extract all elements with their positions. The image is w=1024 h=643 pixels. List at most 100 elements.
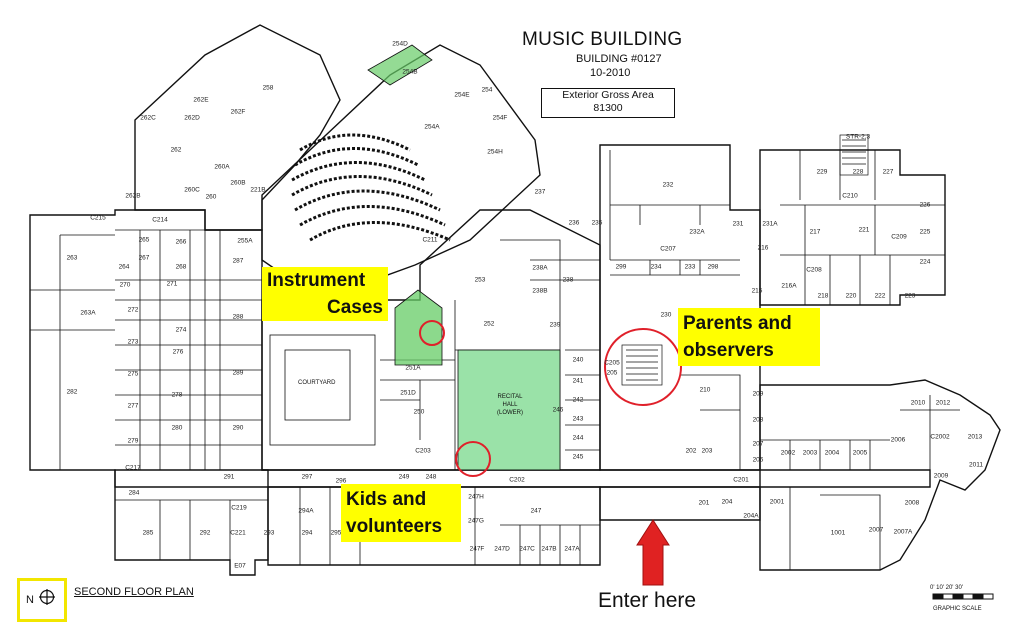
recital-hall-label: RECITAL HALL (LOWER) — [490, 393, 530, 417]
room-label: C211 — [422, 236, 438, 244]
page-title: MUSIC BUILDING — [522, 29, 683, 50]
room-label: 254E — [454, 91, 470, 99]
room-label: 263 — [66, 254, 78, 262]
room-label: 2002 — [780, 449, 796, 457]
room-label: C202 — [509, 476, 525, 484]
room-label: 216A — [781, 282, 797, 290]
enter-arrow — [636, 519, 670, 586]
graphic-scale-bar — [932, 593, 994, 600]
room-label: C215 — [90, 214, 106, 222]
room-label: 285 — [142, 529, 154, 537]
room-label: 267 — [138, 254, 150, 262]
room-label: 235 — [591, 219, 603, 227]
kids-volunteers-marker — [455, 441, 491, 477]
room-label: 220 — [845, 292, 857, 300]
room-label: 250 — [413, 408, 425, 416]
room-label: 291 — [223, 473, 235, 481]
room-label: 294 — [301, 529, 313, 537]
room-label: 238 — [562, 276, 574, 284]
instrument-cases-line-2: Cases — [327, 297, 383, 318]
room-label: 232 — [662, 181, 674, 189]
room-label: 231 — [732, 220, 744, 228]
room-label: 204A — [743, 512, 759, 520]
instrument-cases-area — [394, 289, 443, 366]
room-label: 204 — [721, 498, 733, 506]
room-label: 273 — [127, 338, 139, 346]
room-label: 2008 — [904, 499, 920, 507]
room-label: C207 — [660, 245, 676, 253]
room-label: 254F — [492, 114, 508, 122]
room-label: 262C — [140, 114, 156, 122]
room-label: 258 — [262, 84, 274, 92]
east-wing-outline — [759, 149, 946, 306]
room-label: 221 — [858, 226, 870, 234]
room-label: 2003 — [802, 449, 818, 457]
room-label: 242 — [572, 396, 584, 404]
south-corridor-outline — [114, 469, 931, 488]
room-label: 288 — [232, 313, 244, 321]
room-label: 262 — [170, 146, 182, 154]
room-label: C221 — [230, 529, 246, 537]
room-label: 265 — [138, 236, 150, 244]
room-label: 2011 — [969, 461, 983, 469]
room-label: 277 — [127, 402, 139, 410]
room-label: 268 — [175, 263, 187, 271]
room-label: 238B — [532, 287, 548, 295]
room-label: 260C — [184, 186, 200, 194]
room-label: 247F — [469, 545, 485, 553]
instrument-cases-line-1: Instrument — [267, 270, 366, 291]
room-label: C219 — [231, 504, 247, 512]
room-label: 260 — [205, 193, 217, 201]
room-label: 298 — [707, 263, 719, 271]
room-label: 234 — [650, 263, 662, 271]
room-label: 228 — [852, 168, 864, 176]
room-label: 1001 — [830, 529, 846, 537]
room-label: 232A — [689, 228, 705, 236]
auditorium-outline — [261, 44, 541, 301]
recital-hall-area — [457, 349, 561, 471]
room-label: 270 — [119, 281, 131, 289]
room-label: 254H — [487, 148, 503, 156]
room-label: 247G — [468, 517, 484, 525]
room-label: 262F — [230, 108, 246, 116]
room-label: 279 — [127, 437, 139, 445]
kids-volunteers-line-1: Kids and — [346, 489, 427, 510]
room-label: 260A — [214, 163, 230, 171]
room-label: 254A — [424, 123, 440, 131]
room-label: 272 — [127, 306, 139, 314]
room-label: 227 — [882, 168, 894, 176]
room-label: 2007A — [893, 528, 913, 536]
room-label: 226 — [919, 201, 931, 209]
room-label: 2010 — [910, 399, 926, 407]
room-label: 247C — [519, 545, 535, 553]
room-label: 297 — [301, 473, 313, 481]
room-label: 289 — [232, 369, 244, 377]
room-label: 237 — [534, 188, 546, 196]
room-label: 209 — [752, 390, 764, 398]
room-label: 2001 — [769, 498, 785, 506]
room-label: 208 — [752, 416, 764, 424]
room-label: 201 — [698, 499, 710, 507]
gross-area-label: Exterior Gross Area — [562, 89, 654, 101]
parents-observers-line-2: observers — [683, 340, 774, 361]
north-letter: N — [26, 594, 34, 606]
building-number: BUILDING #0127 — [576, 53, 662, 65]
kids-volunteers-callout: Kids and volunteers — [341, 484, 461, 542]
room-label: 231A — [762, 220, 778, 228]
gross-area-value: 81300 — [593, 102, 623, 114]
room-label: 2012 — [935, 399, 951, 407]
room-label: 230 — [660, 311, 672, 319]
room-label: 240 — [572, 356, 584, 364]
room-label: 248 — [425, 473, 437, 481]
room-label: C201 — [733, 476, 749, 484]
room-label: 274 — [175, 326, 187, 334]
north-indicator: N — [17, 578, 67, 622]
room-label: 206 — [752, 456, 764, 464]
scale-caption: GRAPHIC SCALE — [933, 606, 982, 612]
room-label: 263A — [80, 309, 96, 317]
room-label: 216 — [757, 244, 769, 252]
room-label: C210 — [842, 192, 858, 200]
room-label: C217 — [125, 464, 141, 472]
room-label: 247D — [494, 545, 510, 553]
room-label: 264 — [118, 263, 130, 271]
